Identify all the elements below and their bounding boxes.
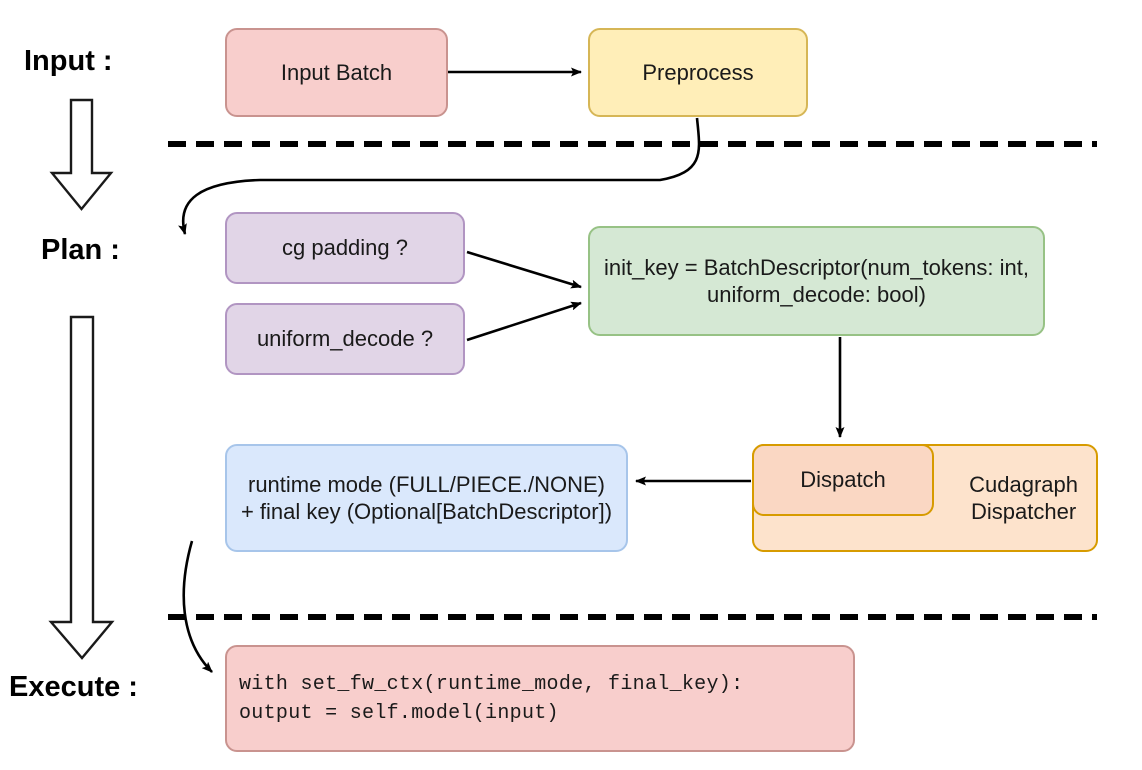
stage-label-execute: Execute : [9, 671, 138, 703]
node-init-key[interactable]: init_key = BatchDescriptor(num_tokens: i… [588, 226, 1045, 336]
node-preprocess[interactable]: Preprocess [588, 28, 808, 117]
node-input-batch[interactable]: Input Batch [225, 28, 448, 117]
node-dispatch[interactable]: Dispatch [752, 444, 934, 516]
node-uniform-decode[interactable]: uniform_decode ? [225, 303, 465, 375]
edge-uniform-decode-to-init-key [466, 301, 582, 342]
node-runtime-mode[interactable]: runtime mode (FULL/PIECE./NONE) + final … [225, 444, 628, 552]
node-execute-code[interactable]: with set_fw_ctx(runtime_mode, final_key)… [225, 645, 855, 752]
node-cg-padding[interactable]: cg padding ? [225, 212, 465, 284]
edge-runtime-mode-to-execute [182, 540, 213, 673]
edge-cg-padding-to-init-key [466, 250, 582, 289]
input-to-plan-arrow [49, 98, 114, 211]
plan-to-execute-arrow [48, 315, 115, 660]
stage-label-input: Input : [24, 45, 113, 77]
stage-label-plan: Plan : [41, 234, 120, 266]
